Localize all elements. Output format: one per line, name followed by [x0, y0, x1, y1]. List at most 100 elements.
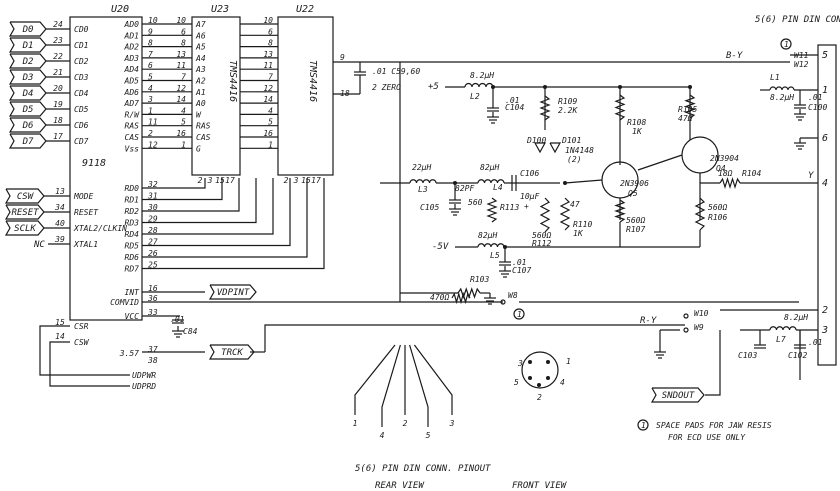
u20-right-num: 10 [148, 16, 158, 25]
l5-ref: L5 [490, 251, 500, 260]
u20-rd-num: 32 [147, 180, 158, 189]
r108-value: 1K [632, 127, 643, 136]
l3-coil [409, 179, 437, 184]
d101-symbol [549, 142, 562, 154]
r109-ref: R109 [558, 97, 577, 106]
nc-label: NC [33, 240, 45, 250]
din-front-pin [546, 360, 550, 364]
r113-value: 560 [468, 198, 483, 207]
rear-pin-4: 4 [380, 431, 385, 440]
u20-ctrl-name: XTAL2/CLKIN [73, 224, 127, 233]
u22-pin-num: 12 [263, 84, 273, 93]
r470-resistor [451, 291, 471, 305]
c106-ref: C106 [520, 169, 539, 178]
din-front-pin [528, 360, 532, 364]
din-pin-2: 2 [822, 305, 828, 316]
din-pin-1: 1 [822, 85, 828, 96]
din-front-pin [537, 383, 541, 387]
u20-pin-label: CD6 [74, 121, 89, 130]
u22-pin-num: 6 [268, 27, 273, 36]
l4-value: 82μH [480, 163, 499, 172]
u23-pin-label: A4 [195, 54, 206, 63]
u23-pin-label: A6 [195, 31, 206, 40]
r112-value: 560Ω [532, 231, 551, 240]
u23-pin-num: 11 [176, 61, 186, 70]
c104-ref: C104 [505, 103, 524, 112]
l5-coil [477, 243, 505, 248]
u20-right-num: 3 [147, 95, 153, 104]
input-d7-label: D7 [22, 137, 34, 147]
r104-ref: R104 [742, 169, 761, 178]
u23-ref: U23 [211, 4, 229, 15]
w8-pad [500, 299, 506, 305]
note-marker-2-text: 1 [784, 40, 789, 49]
w10-label: W10 [694, 309, 709, 318]
vdpint-label: VDPINT [217, 288, 250, 298]
u20-misc-pin: 37 [147, 345, 158, 354]
r111-value: 47 [570, 200, 580, 209]
plus5-label: +5 [428, 82, 439, 92]
u20-ctrl-name: RESET [74, 208, 99, 217]
u20-pin-label: CD4 [74, 89, 89, 98]
u23-pin-num: 10 [176, 16, 186, 25]
u22-pin-num: 4 [268, 106, 273, 115]
rd-bus-wire [142, 178, 240, 212]
input-pin: 17 [53, 132, 63, 141]
rear-pin-3: 3 [449, 419, 455, 428]
rear-pin-1: 1 [353, 419, 358, 428]
trck-bus [264, 324, 685, 352]
u23-pin-num: 14 [176, 95, 186, 104]
u20-pin-label: CD7 [74, 137, 89, 146]
input-pin: 24 [53, 20, 63, 29]
q4-part: 2N3904 [710, 154, 739, 163]
u20-right-pin: AD3 [124, 54, 140, 63]
ctrl-0-label: CSW [17, 192, 35, 202]
u23-pin-num: 6 [181, 27, 186, 36]
rear-pin-5: 5 [426, 431, 431, 440]
q5-base [564, 179, 603, 184]
front-pin-2: 2 [537, 393, 542, 402]
u20-rd-label: RD5 [125, 242, 140, 251]
q5-ref: Q5 [628, 189, 638, 198]
u20-right-num: 9 [148, 27, 153, 36]
u20-misc-name: 3.57 [119, 349, 139, 358]
u23-pin-label: A0 [195, 99, 206, 108]
u20-right-pin: AD2 [124, 43, 140, 52]
trck-label: TRCK [221, 348, 243, 358]
y-label: Y [808, 171, 814, 181]
pinout-fan-line [409, 344, 429, 427]
u20-misc-pin: 38 [147, 356, 158, 365]
csr-name: CSR [74, 322, 89, 331]
u20-rd-num: 30 [147, 203, 158, 212]
l3-ref: L3 [418, 185, 428, 194]
input-pin: 19 [53, 100, 63, 109]
c105-value: 82PF [455, 184, 474, 193]
u20-pin-label: CD2 [74, 57, 89, 66]
r113-ref: R113 [500, 203, 519, 212]
c100-ref: C100 [808, 103, 827, 112]
r109-value: 2.2K [558, 106, 578, 115]
u23-pin-label: A3 [195, 65, 206, 74]
r104-value: 18Ω [718, 169, 733, 178]
ctrl-pin: 13 [55, 187, 65, 196]
u20-right-num: 1 [148, 106, 153, 115]
diode-count: (2) [567, 155, 581, 164]
u22-bottom-pin: 2 [284, 176, 289, 185]
u22-pin-num: 5 [268, 118, 273, 127]
c107-ref: C107 [512, 266, 531, 275]
u20-rd-num: 28 [148, 226, 158, 235]
pinout-title: 5(6) PIN DIN CONN. PINOUT [355, 464, 491, 474]
u20-pin-label: CD1 [74, 41, 88, 50]
neg5-label: -5V [432, 242, 449, 252]
u20-pin-label: CD3 [74, 73, 89, 82]
c107-value: .01 [512, 258, 526, 267]
r109-resistor [539, 95, 551, 121]
b-y-label: B-Y [726, 51, 743, 61]
input-d1-tag [8, 37, 47, 53]
r110-ref: R110 [573, 220, 592, 229]
u22-pin-num: 8 [268, 39, 273, 48]
c102-ref: C102 [788, 351, 807, 360]
u20-right-num: 7 [148, 50, 153, 59]
ctrl-1-label: RESET [11, 208, 39, 218]
